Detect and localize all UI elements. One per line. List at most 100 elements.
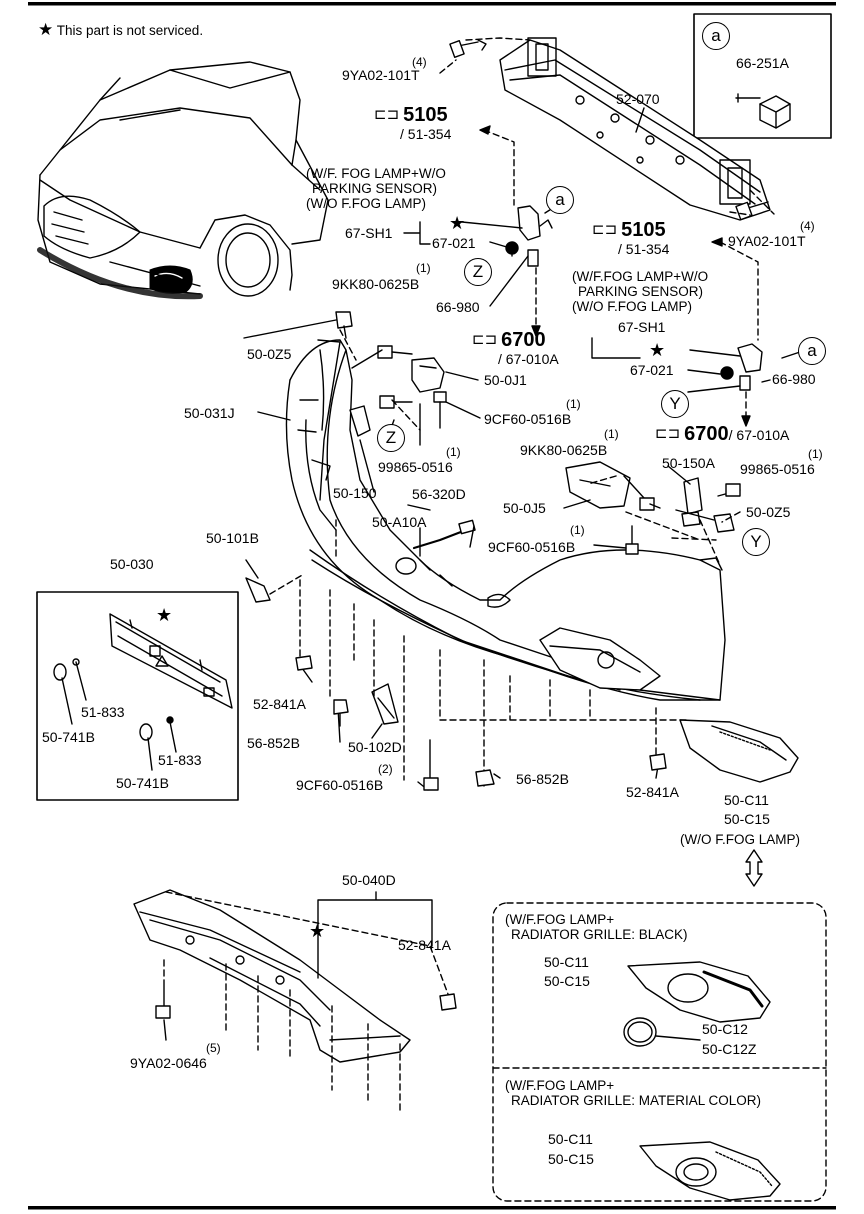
callout-a-box: a — [702, 22, 730, 50]
note-line: PARKING SENSOR) — [578, 284, 704, 299]
part-50-c12: 50-C12 — [702, 1021, 748, 1037]
note-right-fog: (W/F.FOG LAMP+W/O PARKING SENSOR) (W/O F… — [572, 269, 708, 314]
part-50-150: 50-150 — [333, 485, 377, 501]
callout-a-right: a — [798, 337, 826, 365]
note-left-fog: (W/F. FOG LAMP+W/O PARKING SENSOR) (W/O … — [306, 166, 446, 211]
qty-5: (5) — [206, 1041, 221, 1055]
star-icon: ★ — [649, 340, 666, 360]
qty-1-9kk-left: (1) — [416, 261, 431, 275]
note-line: (W/F.FOG LAMP+ — [505, 912, 615, 927]
legend-text: This part is not serviced. — [56, 23, 204, 38]
part-50-a10a: 50-A10A — [372, 514, 427, 530]
front-bumper-fascia-50-031j — [285, 339, 726, 701]
double-arrow-icon — [745, 849, 763, 887]
note-line: (W/F. FOG LAMP+W/O — [306, 166, 446, 181]
part-50-150a: 50-150A — [662, 455, 715, 471]
part-50-030: 50-030 — [110, 556, 154, 572]
part-52-841a-right: 52-841A — [626, 784, 679, 800]
part-50-741b-a: 50-741B — [42, 729, 95, 745]
qty-4-top: (4) — [412, 55, 427, 69]
manual-book-icon: ⊏⊐ — [592, 221, 618, 238]
part-9ya02-101t-top: 9YA02-101T — [342, 67, 420, 83]
connector-50-a10a — [395, 557, 417, 575]
under-cover-bracket — [317, 891, 433, 979]
ref-5105-top: ⊏⊐5105 / 51-354 — [374, 104, 451, 142]
part-56-852b-right: 56-852B — [516, 771, 569, 787]
part-52-841a-low: 52-841A — [398, 937, 451, 953]
license-plate-box-50-030 — [36, 591, 239, 801]
ref-6700-left-num: 6700 — [501, 329, 546, 351]
part-50-c15-a: 50-C15 — [724, 811, 770, 827]
fog-bezel-black — [627, 961, 771, 1023]
bracket-50-150 — [349, 405, 371, 437]
ref-5105-mid: ⊏⊐5105 / 51-354 — [592, 219, 669, 257]
qty-1-9kk-right: (1) — [604, 427, 619, 441]
part-52-841a-left: 52-841A — [253, 696, 306, 712]
part-67-021-left: 67-021 — [432, 235, 476, 251]
bolt-9kk80-0625b-left — [377, 345, 413, 359]
part-67-sh1-right: 67-SH1 — [618, 319, 666, 335]
bolt-9ya02-101t-right — [735, 201, 769, 221]
part-50-c12z: 50-C12Z — [702, 1041, 757, 1057]
detail-box-a — [693, 13, 832, 139]
qty-1-998-left: (1) — [446, 445, 461, 459]
part-51-833-b: 51-833 — [158, 752, 202, 768]
under-cover-dashed — [163, 891, 449, 1113]
ref-6700-left-sub: / 67-010A — [498, 351, 559, 367]
callout-y-bumper: Y — [742, 528, 770, 556]
leader-52-070 — [635, 107, 645, 133]
bumper-reinforcement-52-070 — [499, 37, 771, 221]
plate-clips — [53, 658, 174, 741]
top-rule — [28, 2, 836, 6]
part-50-c11-a: 50-C11 — [724, 792, 769, 808]
part-56-852b-left: 56-852B — [247, 735, 300, 751]
ref-6700-left: ⊏⊐6700 / 67-010A — [472, 329, 559, 367]
star-icon: ★ — [38, 20, 54, 39]
wire-56-320d — [412, 519, 476, 550]
clip-56-852b-right — [475, 769, 495, 787]
note-line: PARKING SENSOR) — [312, 181, 438, 196]
part-50-c11-c: 50-C11 — [548, 1131, 593, 1147]
note-grille-black: (W/F.FOG LAMP+ RADIATOR GRILLE: BLACK) — [505, 912, 688, 942]
part-66-251a: 66-251A — [736, 55, 789, 71]
ref-6700-right-sub: / 67-010A — [728, 427, 790, 443]
ring-leader — [655, 1035, 701, 1041]
legend: ★ This part is not serviced. — [38, 20, 204, 39]
leader-lines-top — [439, 37, 775, 216]
arrow-5105-right — [711, 237, 723, 247]
part-99865-0516-right: 99865-0516 — [740, 461, 815, 477]
bumper-leaders — [243, 319, 715, 557]
leaders-right-sensor — [591, 337, 801, 393]
clip-52-841a-left — [295, 655, 313, 671]
under-cover-leaders — [163, 1019, 167, 1041]
part-50-c15-c: 50-C15 — [548, 1151, 594, 1167]
star-icon: ★ — [156, 605, 173, 625]
manual-book-icon: ⊏⊐ — [472, 331, 498, 348]
part-50-0j5: 50-0J5 — [503, 500, 546, 516]
parking-sensor-bracket-left — [505, 205, 553, 267]
part-9ya02-0646: 9YA02-0646 — [130, 1055, 207, 1071]
bracket-50-0j1 — [411, 357, 445, 393]
parking-sensor-bracket-right — [720, 343, 763, 391]
ref-5105-mid-sub: / 51-354 — [618, 241, 670, 257]
ref-5105-top-sub: / 51-354 — [400, 126, 452, 142]
bolt-99865-0516-left — [379, 395, 413, 409]
part-9kk80-0625b-right: 9KK80-0625B — [520, 442, 608, 458]
part-50-102d: 50-102D — [348, 739, 402, 755]
ref-5105-top-num: 5105 — [403, 104, 448, 126]
note-grille-material: (W/F.FOG LAMP+ RADIATOR GRILLE: MATERIAL… — [505, 1078, 761, 1108]
fog-bezel-material — [639, 1141, 781, 1201]
right-sensor-refs — [719, 241, 759, 421]
left-sensor-refs — [483, 129, 537, 331]
bolt-9cf60-0516b-top — [433, 391, 447, 429]
part-50-031j: 50-031J — [184, 405, 235, 421]
arrow-5105-top — [479, 125, 491, 135]
qty-1-998-right: (1) — [808, 447, 823, 461]
bolt-99865-0516-right — [717, 483, 741, 497]
part-67-sh1-left: 67-SH1 — [345, 225, 393, 241]
part-66-980-left: 66-980 — [436, 299, 480, 315]
bolt-9cf60-0516b-bot — [423, 739, 439, 791]
part-9kk80-0625b-left: 9KK80-0625B — [332, 276, 420, 292]
part-51-833-a: 51-833 — [81, 704, 125, 720]
part-50-101b: 50-101B — [206, 530, 259, 546]
